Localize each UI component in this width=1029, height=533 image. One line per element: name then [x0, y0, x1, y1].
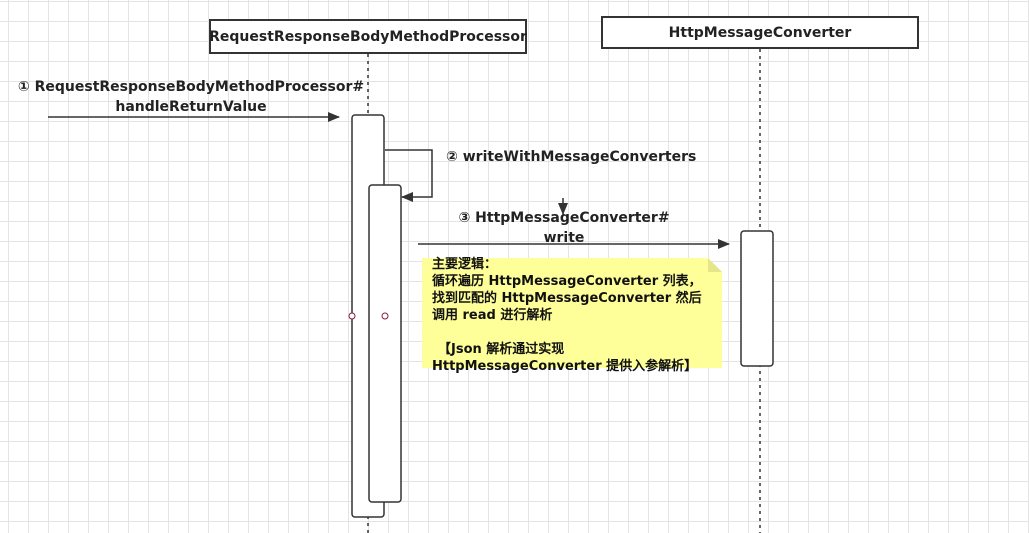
activation-bar-nested [368, 184, 402, 503]
note-body [422, 258, 722, 368]
note-text: 主要逻辑： 循环遍历 HttpMessageConverter 列表， 找到匹配… [432, 256, 722, 375]
lifeline-title: HttpMessageConverter [668, 24, 852, 41]
note-line: 循环遍历 HttpMessageConverter 列表， [432, 274, 702, 289]
lifeline-header-http-message-converter: HttpMessageConverter [601, 16, 919, 49]
note-fold [708, 258, 722, 272]
message-label-http-message-converter-write: ③ HttpMessageConverter# write [455, 208, 673, 248]
message-label-line: ③ HttpMessageConverter# [458, 210, 670, 226]
note-spacer [432, 324, 722, 341]
activation-bar-converter [740, 230, 774, 367]
message-label-write-with-message-converters: ② writeWithMessageConverters [446, 147, 696, 167]
connection-point-outer [348, 312, 356, 320]
message-label-line: ② writeWithMessageConverters [446, 149, 697, 165]
message-label-line: write [543, 230, 585, 246]
note-line: 找到匹配的 HttpMessageConverter 然后 [432, 291, 702, 306]
lifeline-header-request-response-processor: RequestResponseBodyMethodProcessor [209, 19, 527, 54]
message-arrow-self-call [385, 149, 433, 202]
message-label-handle-return-value: ① RequestResponseBodyMethodProcessor# ha… [14, 77, 368, 117]
note-line: 主要逻辑： [432, 257, 498, 272]
connection-point-nested [381, 312, 389, 320]
lifeline-title: RequestResponseBodyMethodProcessor [209, 28, 527, 45]
note-line: HttpMessageConverter 提供入参解析】 [432, 359, 698, 374]
message-label-line: ① RequestResponseBodyMethodProcessor# [17, 79, 365, 95]
message-label-line: handleReturnValue [115, 99, 267, 115]
note-line: 【Json 解析通过实现 [438, 342, 565, 357]
note-line: 调用 read 进行解析 [432, 308, 553, 323]
